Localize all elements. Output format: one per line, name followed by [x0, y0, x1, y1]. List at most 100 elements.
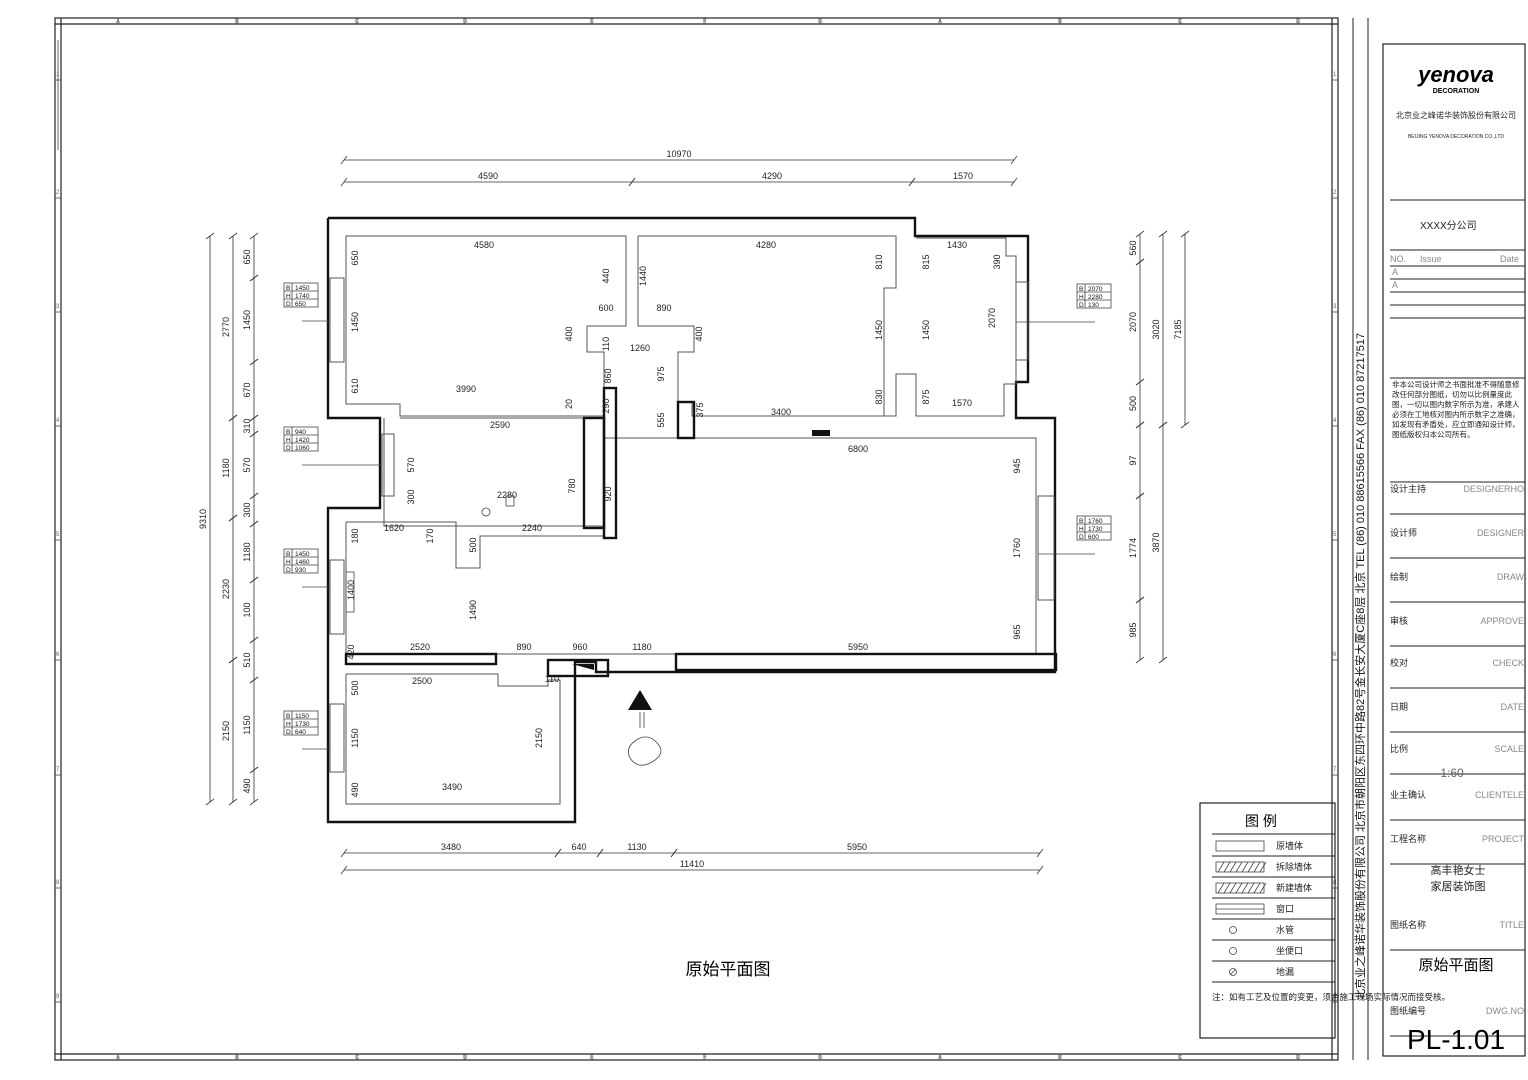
company-cn: 北京业之峰诺华装饰股份有限公司: [1396, 110, 1516, 120]
grid-number-left: 3: [56, 304, 60, 310]
grid-number-right: 5: [1333, 532, 1337, 538]
copyright-notice: 非本公司设计师之书面批准不得随意修改任何部分图纸，切勿以比例量度此图，一切以图内…: [1392, 380, 1520, 439]
top-total-dim: 10970: [666, 149, 691, 159]
grid-letter-bottom: B: [235, 1055, 239, 1061]
field-label-en: CHECK: [1492, 658, 1524, 668]
room-dim-label: 3490: [442, 782, 462, 792]
grid-number-left: 9: [56, 994, 60, 1000]
grid-letter-bottom: C: [1178, 1055, 1183, 1061]
top-dim: 1570: [953, 171, 973, 181]
room-dim-label: 890: [516, 642, 531, 652]
logo-sub: DECORATION: [1433, 88, 1480, 95]
grid-number-left: 7: [56, 767, 60, 773]
legend-item-label: 原墙体: [1276, 840, 1303, 851]
bottom-dim: 1130: [627, 842, 646, 852]
window-value-d: 650: [295, 301, 306, 308]
left-outer-dim: 2230: [221, 579, 231, 599]
window-value-d: 1060: [295, 445, 310, 452]
window-key-d: D: [286, 729, 291, 736]
room-dim-label: 1450: [350, 312, 360, 332]
title-block-field: 校对 CHECK: [1390, 657, 1525, 689]
room-dim-label: 2280: [497, 490, 517, 500]
grid-letter-top: D: [1296, 19, 1301, 25]
window-value-h: 1740: [295, 293, 310, 300]
grid-number-left: 8: [56, 880, 60, 886]
legend-title: 图 例: [1245, 813, 1277, 829]
room-dim-label: 890: [656, 303, 671, 313]
window-value-b: 1760: [1088, 518, 1103, 525]
room-dim-label: 390: [992, 254, 1002, 269]
window-value-d: 130: [1088, 302, 1099, 309]
legend-item: 窗口: [1212, 903, 1335, 920]
field-label-cn: 校对: [1390, 657, 1408, 668]
left-outer-dim: 2770: [221, 317, 231, 337]
room-dim-label: 570: [406, 457, 416, 472]
room-dim-label: 500: [468, 537, 478, 552]
grid-letter-bottom: C: [355, 1055, 360, 1061]
right-inner-dim: 500: [1128, 396, 1138, 411]
field-label-en: DESIGNERHO: [1463, 484, 1524, 494]
field-label-cn: 比例: [1390, 743, 1408, 754]
window-key-h: H: [286, 293, 291, 300]
field-label-cn: 工程名称: [1390, 833, 1426, 844]
room-dim-label: 945: [1012, 458, 1022, 473]
window-key-h: H: [1079, 294, 1084, 301]
drawing-number: PL-1.01: [1407, 1024, 1505, 1055]
right-inner-dim: 2070: [1128, 312, 1138, 332]
branch-name: XXXX分公司: [1420, 220, 1477, 232]
room-dim-label: 375: [695, 402, 705, 417]
field-label-en: TITLE: [1499, 920, 1524, 930]
window-value-d: 600: [1088, 534, 1099, 541]
left-inner-dim: 100: [242, 602, 252, 617]
project-line-2: 家居装饰图: [1431, 879, 1486, 893]
room-dim-label: 170: [425, 528, 435, 543]
room-dim-label: 500: [350, 680, 360, 695]
room-dim-label: 965: [1012, 624, 1022, 639]
field-label-en: PROJECT: [1482, 834, 1525, 844]
room-dim-label: 300: [406, 489, 416, 504]
grid-number-right: 3: [1333, 304, 1337, 310]
left-inner-dim: 300: [242, 502, 252, 517]
window-key-d: D: [286, 301, 291, 308]
room-dim-label: 3990: [456, 384, 476, 394]
room-dim-label: 780: [567, 478, 577, 493]
room-dim-label: 180: [350, 528, 360, 543]
grid-letter-bottom: E: [590, 1055, 594, 1061]
field-label-en: APPROVE: [1480, 616, 1524, 626]
grid-number-right: 7: [1333, 767, 1337, 773]
grid-letter-top: D: [463, 19, 468, 25]
title-block-field: 绘制 DRAW: [1390, 571, 1525, 603]
vertical-address: 北京业之峰诺华装饰股份有限公司 北京市朝阳区东四环中路82号金长安大厦C座8层 …: [1353, 333, 1367, 1000]
legend-item: 拆除墙体: [1212, 861, 1335, 878]
left-inner-dim: 1150: [242, 715, 252, 734]
room-dim-label: 110: [601, 337, 611, 351]
field-label-en: DRAW: [1497, 572, 1525, 582]
room-dim-label: 2590: [490, 420, 510, 430]
grid-letter-top: C: [1178, 19, 1183, 25]
window-key-h: H: [286, 721, 291, 728]
room-dim-label: 490: [350, 782, 360, 797]
rev-row-2: A: [1392, 280, 1398, 290]
field-label-cn: 绘制: [1390, 571, 1408, 582]
room-dim-label: 420: [346, 644, 356, 659]
title-block-field: 工程名称 PROJECT: [1390, 833, 1525, 865]
window-value-h: 1730: [1088, 526, 1103, 533]
left-total-dim: 9310: [198, 509, 208, 529]
room-dim-label: 1570: [952, 398, 972, 408]
window-key-d: D: [286, 567, 291, 574]
window-key-d: D: [1079, 534, 1084, 541]
right-total-dim: 7185: [1173, 319, 1183, 339]
legend-item: 坐便口: [1212, 945, 1335, 962]
left-outer-dim: 2150: [221, 721, 231, 741]
